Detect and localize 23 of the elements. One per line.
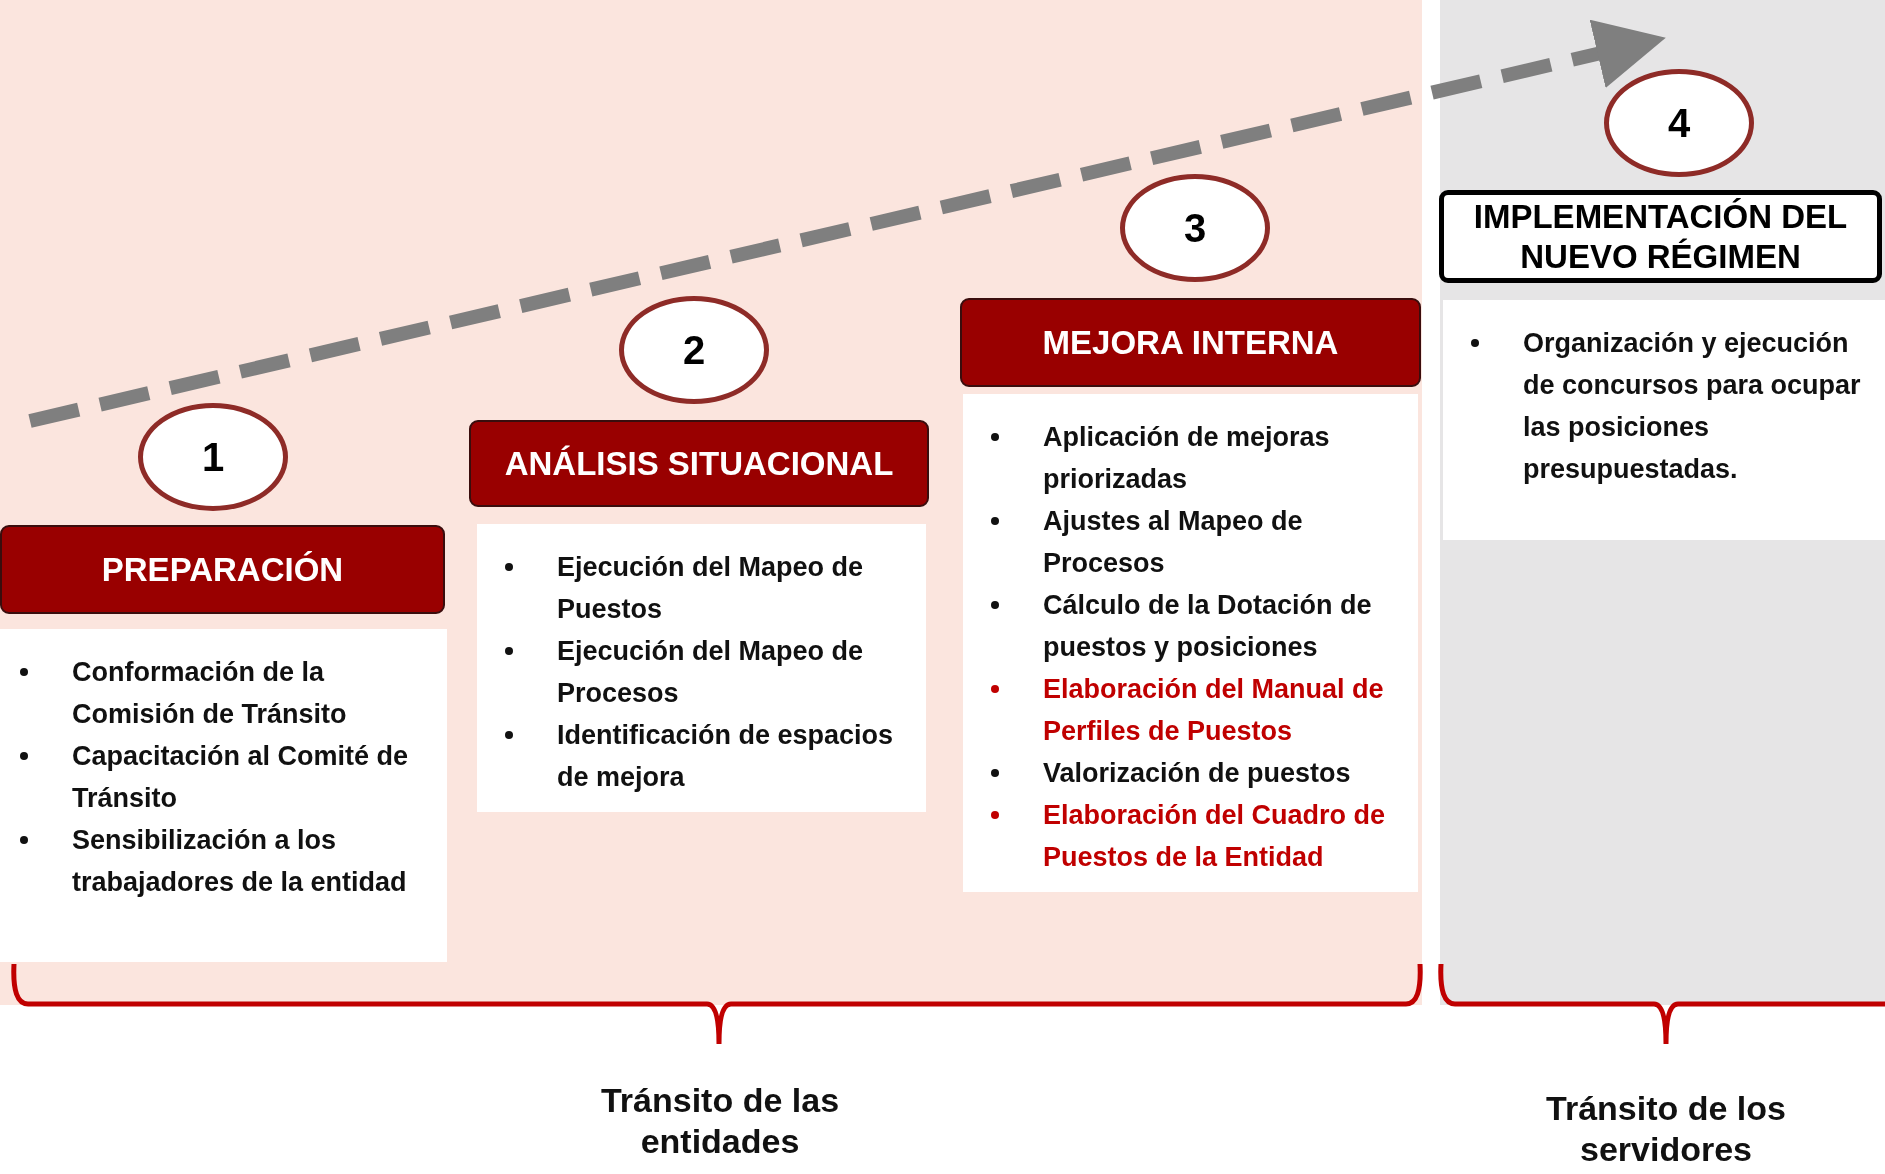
list-item: Ejecución del Mapeo de Procesos: [557, 635, 865, 710]
group-label: Tránsito de las entidades: [599, 1080, 841, 1163]
activity-list-box: [1443, 300, 1885, 540]
stage-title-box: PREPARACIÓN: [0, 525, 445, 614]
list-item: Ajustes al Mapeo de Procesos: [1043, 505, 1304, 580]
list-item: Identificación de espacios de mejora: [557, 719, 895, 794]
list-item: Capacitación al Comité de Tránsito: [72, 740, 410, 815]
list-item: Ejecución del Mapeo de Puestos: [557, 551, 865, 626]
activity-list-box: [963, 394, 1418, 892]
group-label: Tránsito de los servidores: [1545, 1088, 1787, 1171]
list-item: Organización y ejecución de concursos para ocupar las posiciones presupuestadas.: [1523, 327, 1862, 486]
list-item: Cálculo de la Dotación de puestos y posiciones: [1043, 589, 1373, 664]
stage-title-box: MEJORA INTERNA: [960, 298, 1421, 387]
list-item: Elaboración del Cuadro de Puestos de la Entidad: [1043, 799, 1387, 874]
list-item: Sensibilización a los trabajadores de la entidad: [72, 824, 408, 899]
list-item: Aplicación de mejoras priorizadas: [1043, 421, 1331, 496]
list-item: Conformación de la Comisión de Tránsito: [72, 656, 348, 731]
stage-title-box: ANÁLISIS SITUACIONAL: [469, 420, 929, 507]
activity-list-box: [0, 629, 447, 962]
list-item: Valorización de puestos: [1043, 757, 1352, 790]
activity-list-box: [477, 524, 926, 812]
stage-title-box: IMPLEMENTACIÓN DEL NUEVO RÉGIMEN: [1439, 190, 1882, 283]
list-item: Elaboración del Manual de Perfiles de Puestos: [1043, 673, 1385, 748]
